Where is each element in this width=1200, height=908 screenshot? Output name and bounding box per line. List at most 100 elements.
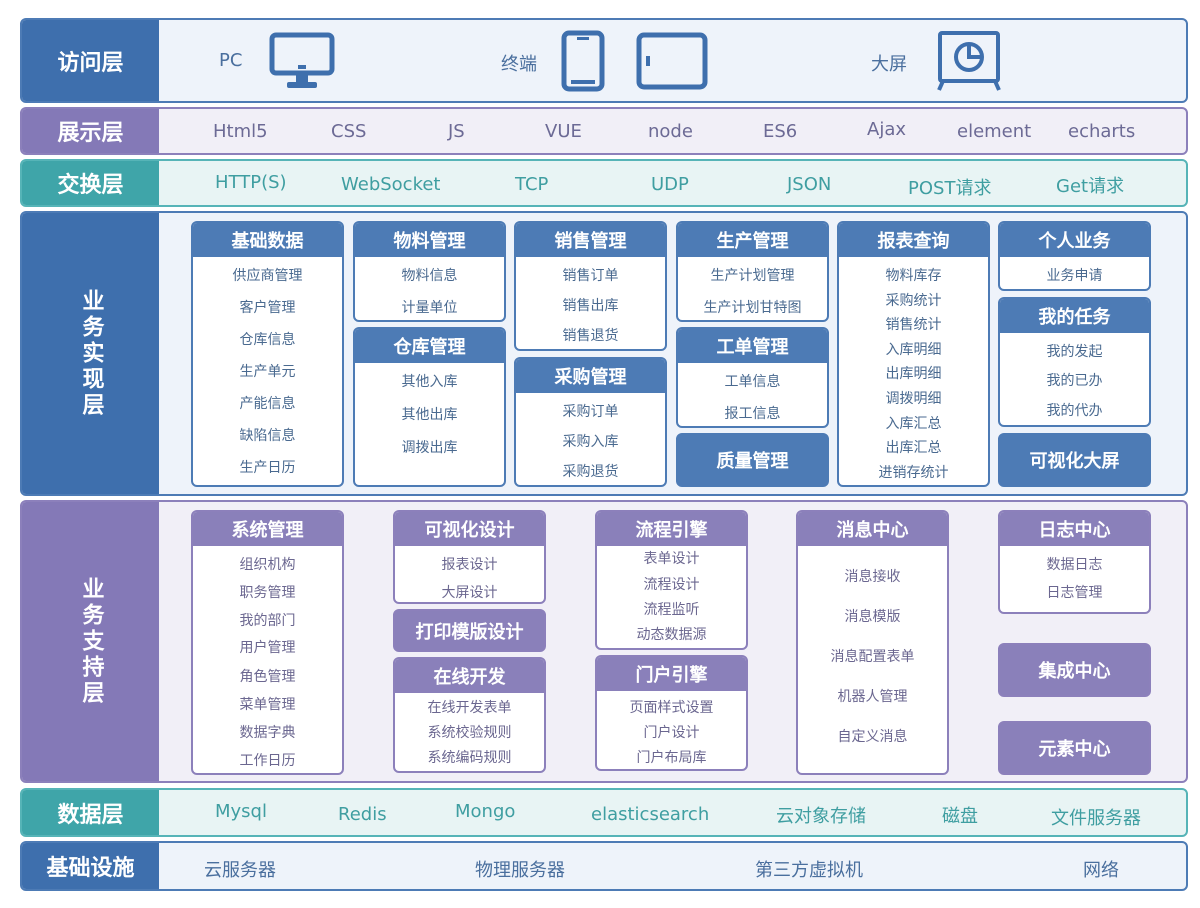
dashboard-screen-icon [937,31,1001,91]
infra-item: 云服务器 [204,860,276,881]
monitor-icon [269,32,335,88]
module-item: 出库汇总 [885,440,942,456]
module-item: 销售出库 [562,298,619,314]
module-online-dev: 在线开发 在线开发表单 系统校验规则 系统编码规则 [393,657,546,773]
module-title: 仓库管理 [355,329,504,363]
module-item: 报表设计 [441,557,498,573]
exchange-layer: 交换层 HTTP(S) WebSocket TCP UDP JSON POST请… [20,159,1188,207]
module-personal: 个人业务 业务申请 [998,221,1151,291]
module-item: 角色管理 [239,669,296,685]
module-element: 元素中心 [998,721,1151,775]
phone-icon [561,30,605,92]
exchange-item: POST请求 [908,178,992,199]
data-item: elasticsearch [591,804,710,825]
infra-item: 第三方虚拟机 [755,860,863,881]
data-layer: 数据层 Mysql Redis Mongo elasticsearch 云对象存… [20,788,1188,837]
module-item: 职务管理 [239,585,296,601]
exchange-item: UDP [651,174,689,195]
data-item: 磁盘 [942,806,978,827]
module-title: 采购管理 [516,359,665,393]
module-title: 在线开发 [395,659,544,693]
big-screen-label: 大屏 [871,54,907,75]
display-item: JS [448,121,465,142]
data-item: Redis [338,804,387,825]
module-message: 消息中心 消息接收 消息模版 消息配置表单 机器人管理 自定义消息 [796,510,949,775]
module-item: 其他入库 [401,374,458,390]
module-title: 门户引擎 [597,657,746,691]
module-integration: 集成中心 [998,643,1151,697]
module-item: 其他出库 [401,407,458,423]
display-layer: 展示层 Html5 CSS JS VUE node ES6 Ajax eleme… [20,107,1188,155]
module-title: 流程引擎 [597,512,746,546]
module-item: 数据日志 [1046,557,1103,573]
module-item: 系统校验规则 [427,725,512,741]
module-item: 计量单位 [401,300,458,316]
display-item: Html5 [213,121,268,142]
display-item: CSS [331,121,367,142]
module-item: 物料库存 [885,268,942,284]
module-item: 表单设计 [643,551,700,567]
module-my-tasks: 我的任务 我的发起 我的已办 我的代办 [998,297,1151,427]
module-title: 可视化设计 [395,512,544,546]
module-item: 报工信息 [724,406,781,422]
infra-layer-label: 基础设施 [22,843,159,889]
infra-layer: 基础设施 云服务器 物理服务器 第三方虚拟机 网络 [20,841,1188,891]
module-sales: 销售管理 销售订单 销售出库 销售退货 [514,221,667,351]
access-layer: 访问层 PC 终端 大屏 [20,18,1188,103]
module-title: 基础数据 [193,223,342,257]
module-item: 入库明细 [885,342,942,358]
exchange-item: TCP [515,174,549,195]
module-item: 我的发起 [1046,344,1103,360]
module-basic-data: 基础数据 供应商管理 客户管理 仓库信息 生产单元 产能信息 缺陷信息 生产日历 [191,221,344,487]
module-item: 生产计划管理 [710,268,795,284]
module-reports: 报表查询 物料库存 采购统计 销售统计 入库明细 出库明细 调拨明细 入库汇总 … [837,221,990,487]
display-layer-label: 展示层 [22,109,159,153]
module-work-order: 工单管理 工单信息 报工信息 [676,327,829,428]
module-item: 客户管理 [239,300,296,316]
module-item: 采购订单 [562,404,619,420]
exchange-layer-label: 交换层 [22,161,159,205]
access-layer-label: 访问层 [22,20,159,101]
module-item: 物料信息 [401,268,458,284]
module-item: 日志管理 [1046,585,1103,601]
module-title: 系统管理 [193,512,342,546]
module-item: 我的部门 [239,613,296,629]
exchange-item: WebSocket [341,174,441,195]
display-item: ES6 [763,121,798,142]
module-item: 我的代办 [1046,403,1103,419]
display-item: element [957,121,1032,142]
module-item: 页面样式设置 [629,700,714,716]
module-item: 工单信息 [724,374,781,390]
support-layer-label: 业务支持层 [22,502,159,781]
infra-item: 网络 [1083,860,1119,881]
pc-label: PC [219,50,243,71]
module-item: 流程监听 [643,602,700,618]
exchange-item: Get请求 [1056,176,1125,197]
module-item: 缺陷信息 [239,428,296,444]
module-title: 个人业务 [1000,223,1149,257]
module-item: 销售统计 [885,317,942,333]
module-item: 产能信息 [239,396,296,412]
module-item: 生产单元 [239,364,296,380]
module-item: 进销存统计 [878,465,949,481]
module-title: 消息中心 [798,512,947,546]
module-item: 数据字典 [239,725,296,741]
module-item: 系统编码规则 [427,750,512,766]
module-item: 流程设计 [643,577,700,593]
data-item: Mongo [455,801,516,822]
exchange-item: HTTP(S) [215,172,287,193]
display-item: VUE [545,121,582,142]
module-item: 消息接收 [844,569,901,585]
exchange-item: JSON [787,174,832,195]
module-title: 日志中心 [1000,512,1149,546]
module-visual-screen: 可视化大屏 [998,433,1151,487]
module-item: 销售退货 [562,328,619,344]
module-item: 出库明细 [885,366,942,382]
module-system: 系统管理 组织机构 职务管理 我的部门 用户管理 角色管理 菜单管理 数据字典 … [191,510,344,775]
module-item: 用户管理 [239,640,296,656]
infra-item: 物理服务器 [475,860,565,881]
module-item: 消息模版 [844,609,901,625]
module-production: 生产管理 生产计划管理 生产计划甘特图 [676,221,829,322]
module-print-template: 打印模版设计 [393,609,546,652]
module-portal: 门户引擎 页面样式设置 门户设计 门户布局库 [595,655,748,771]
